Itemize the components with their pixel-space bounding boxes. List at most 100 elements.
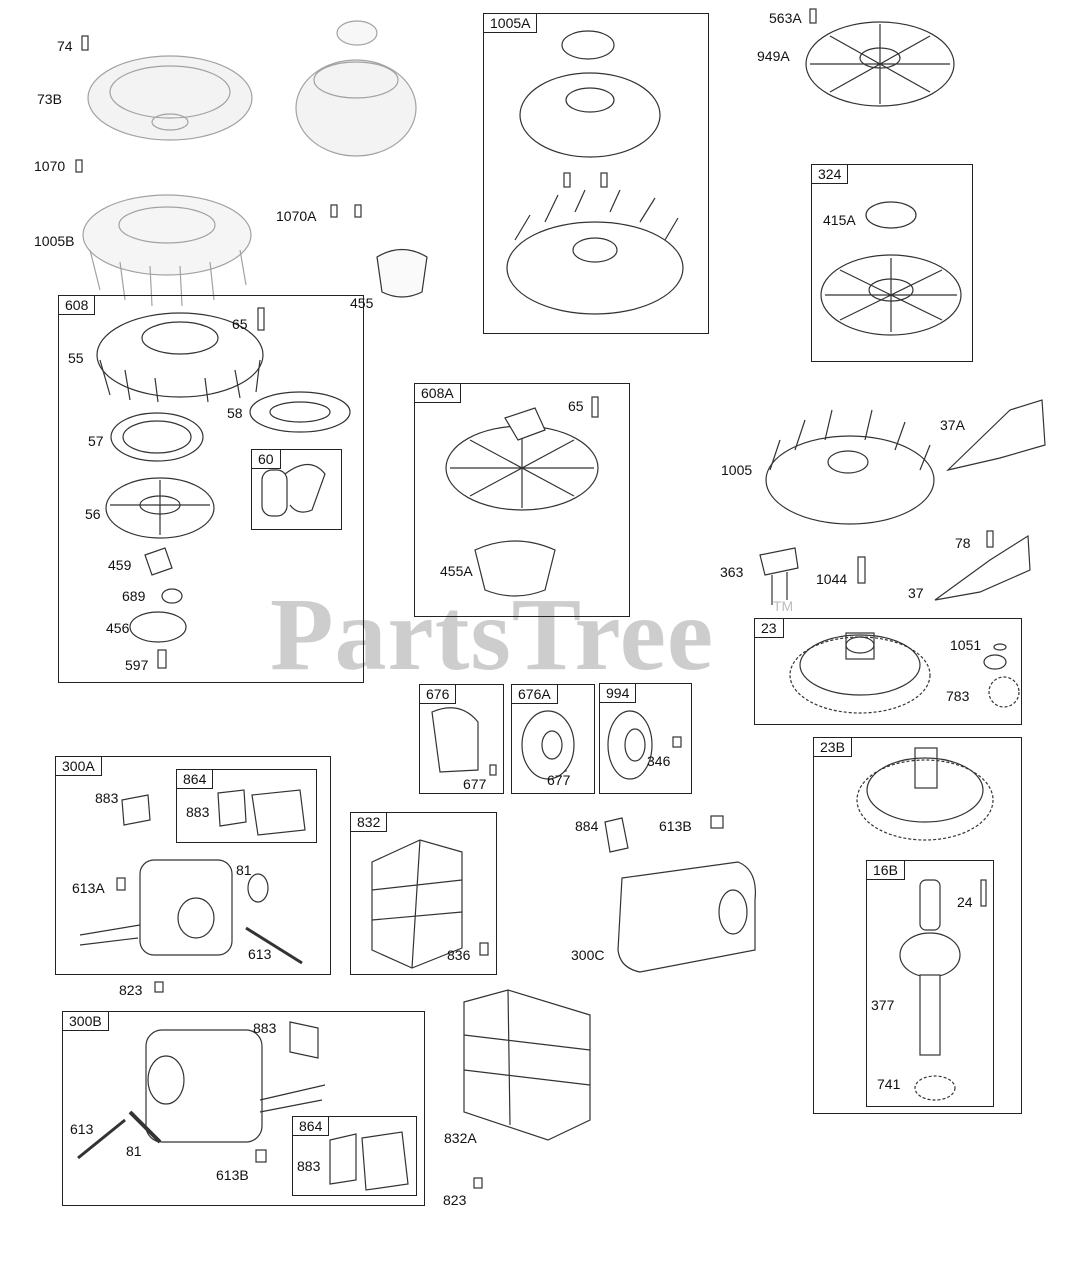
part-60-handle xyxy=(261,463,326,517)
callout-24: 24 xyxy=(957,894,973,910)
callout-74: 74 xyxy=(57,38,73,54)
callout-836: 836 xyxy=(447,947,471,963)
part-884-clamp xyxy=(604,817,629,853)
part-16B-crankshaft xyxy=(899,879,961,1056)
group-label-324: 324 xyxy=(812,165,849,184)
callout-677-b: 677 xyxy=(547,772,571,788)
callout-456: 456 xyxy=(106,620,130,636)
callout-832A: 832A xyxy=(444,1130,477,1146)
part-81-bar-b xyxy=(128,1110,162,1144)
callout-55: 55 xyxy=(68,350,84,366)
part-1005A-fan xyxy=(506,189,684,315)
callout-949A: 949A xyxy=(757,48,790,64)
group-label-864-b: 864 xyxy=(293,1117,330,1136)
part-676A-bracket xyxy=(521,710,575,780)
callout-459: 459 xyxy=(108,557,132,573)
part-1005B-fan xyxy=(82,194,252,307)
part-81-shield-a xyxy=(247,873,269,903)
part-864-flange-b xyxy=(361,1131,409,1191)
part-883-gasket-a xyxy=(121,794,151,826)
part-456-retainer xyxy=(129,611,187,643)
part-55-housing xyxy=(96,312,264,403)
part-883-gasket-b xyxy=(217,789,247,827)
group-label-300B: 300B xyxy=(63,1012,109,1031)
part-883-gasket-c xyxy=(289,1021,319,1059)
watermark: PartsTree xyxy=(270,577,715,692)
callout-689: 689 xyxy=(122,588,146,604)
callout-883-d: 883 xyxy=(297,1158,321,1174)
callout-883-b: 883 xyxy=(186,804,210,820)
part-73B-cover xyxy=(87,55,253,141)
callout-1044: 1044 xyxy=(816,571,848,587)
group-box-300A: 300A xyxy=(55,756,331,975)
part-415A xyxy=(865,201,917,229)
callout-37: 37 xyxy=(908,585,924,601)
callout-823-a: 823 xyxy=(119,982,143,998)
part-300B-muffler xyxy=(145,1029,326,1143)
group-label-300A: 300A xyxy=(56,757,102,776)
group-label-864-a: 864 xyxy=(177,770,214,789)
group-box-864-b: 864 xyxy=(292,1116,417,1196)
callout-613B-b: 613B xyxy=(216,1167,249,1183)
group-label-16B: 16B xyxy=(867,861,905,880)
callout-1070: 1070 xyxy=(34,158,66,174)
part-37A-shield xyxy=(946,399,1046,472)
part-300A-muffler xyxy=(79,859,233,956)
callout-613B-a: 613B xyxy=(659,818,692,834)
group-box-994: 994 xyxy=(599,683,692,794)
group-label-832: 832 xyxy=(351,813,388,832)
callout-613-b: 613 xyxy=(70,1121,94,1137)
group-label-676A: 676A xyxy=(512,685,558,704)
part-56-pulley xyxy=(105,477,215,539)
callout-300C: 300C xyxy=(571,947,605,963)
watermark-tm: TM xyxy=(773,598,794,614)
group-box-23: 23 xyxy=(754,618,1022,725)
part-832A-guard xyxy=(463,989,591,1141)
part-1005A-cap xyxy=(561,30,615,60)
group-label-60: 60 xyxy=(252,450,281,469)
callout-65-a: 65 xyxy=(232,316,248,332)
callout-57: 57 xyxy=(88,433,104,449)
callout-455A: 455A xyxy=(440,563,473,579)
group-box-832: 832 xyxy=(350,812,497,975)
part-363-bracket xyxy=(759,547,799,605)
group-box-608: 608 xyxy=(58,295,364,683)
part-608A-housing xyxy=(445,407,599,511)
part-1005-fan xyxy=(765,409,935,525)
group-label-676: 676 xyxy=(420,685,457,704)
callout-363: 363 xyxy=(720,564,744,580)
part-689-ring xyxy=(161,588,183,604)
part-459-dog xyxy=(144,547,173,576)
callout-415A: 415A xyxy=(823,212,856,228)
callout-563A: 563A xyxy=(769,10,802,26)
callout-81-a: 81 xyxy=(236,862,252,878)
group-box-300B: 300B xyxy=(62,1011,425,1206)
callout-377: 377 xyxy=(871,997,895,1013)
part-613-stud-a xyxy=(245,926,303,965)
callout-741: 741 xyxy=(877,1076,901,1092)
group-label-608A: 608A xyxy=(415,384,461,403)
callout-884: 884 xyxy=(575,818,599,834)
callout-1005: 1005 xyxy=(721,462,753,478)
callout-783: 783 xyxy=(946,688,970,704)
part-455-cup xyxy=(376,248,428,298)
part-597-screw xyxy=(157,649,167,669)
group-box-16B: 16B xyxy=(866,860,994,1107)
group-box-864-a: 864 xyxy=(176,769,317,843)
group-box-23B: 23B xyxy=(813,737,1022,1114)
part-994-bracket xyxy=(607,710,653,780)
part-23B-flywheel xyxy=(856,747,994,841)
part-57-spring xyxy=(110,412,204,462)
group-box-1005A: 1005A xyxy=(483,13,709,334)
part-300C-muffler xyxy=(617,861,756,973)
callout-346: 346 xyxy=(647,753,671,769)
callout-883-c: 883 xyxy=(253,1020,277,1036)
part-1005A-cover xyxy=(519,72,661,158)
part-613-stud-b xyxy=(77,1118,126,1160)
part-741-gear xyxy=(914,1075,956,1101)
group-label-23B: 23B xyxy=(814,738,852,757)
group-box-676A: 676A xyxy=(511,684,595,794)
part-832-guard xyxy=(371,839,463,969)
